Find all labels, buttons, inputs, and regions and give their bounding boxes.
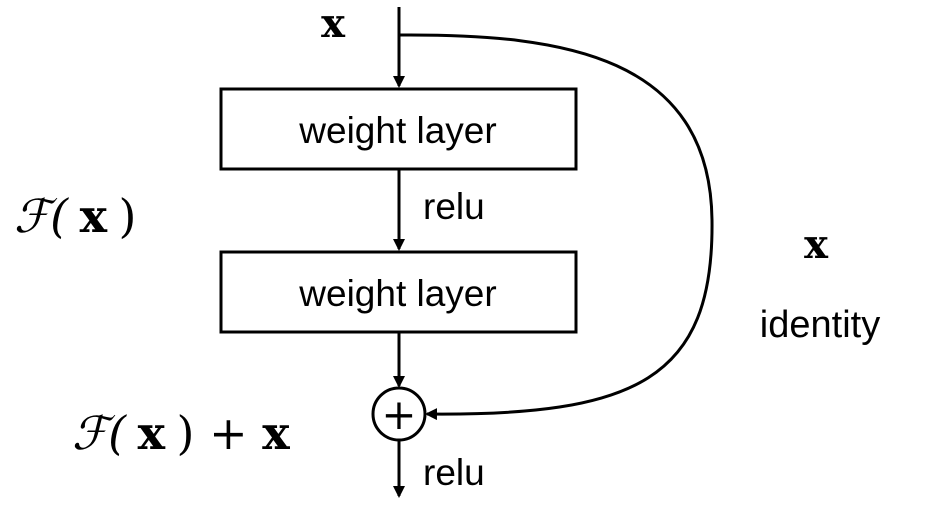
- sum-label-prefix: ℱ(: [72, 406, 127, 460]
- residual-function-x: x: [80, 189, 108, 243]
- residual-function-label: ℱ( x ): [14, 189, 137, 243]
- sum-label: ℱ( x ) + x: [72, 406, 290, 460]
- sum-label-x: x: [138, 406, 166, 460]
- output-relu-label: relu: [423, 452, 485, 493]
- addition-symbol: +: [381, 390, 416, 439]
- shortcut-x-label: x: [804, 221, 829, 268]
- residual-function-prefix: ℱ(: [14, 189, 69, 243]
- shortcut-identity-label: identity: [760, 304, 880, 346]
- sum-label-x2: x: [262, 406, 290, 460]
- weight-layer-1: weight layer: [219, 87, 578, 171]
- weight-layer-1-label: weight layer: [298, 110, 496, 151]
- input-label: x: [321, 0, 346, 47]
- identity-shortcut-path: [399, 33, 714, 421]
- residual-function-suffix: ): [119, 189, 137, 243]
- weight-layer-2: weight layer: [219, 250, 578, 334]
- relu-label: relu: [423, 186, 485, 227]
- addition-node: +: [371, 386, 427, 442]
- sum-label-middle: ) +: [177, 406, 263, 460]
- weight-layer-2-label: weight layer: [298, 273, 496, 314]
